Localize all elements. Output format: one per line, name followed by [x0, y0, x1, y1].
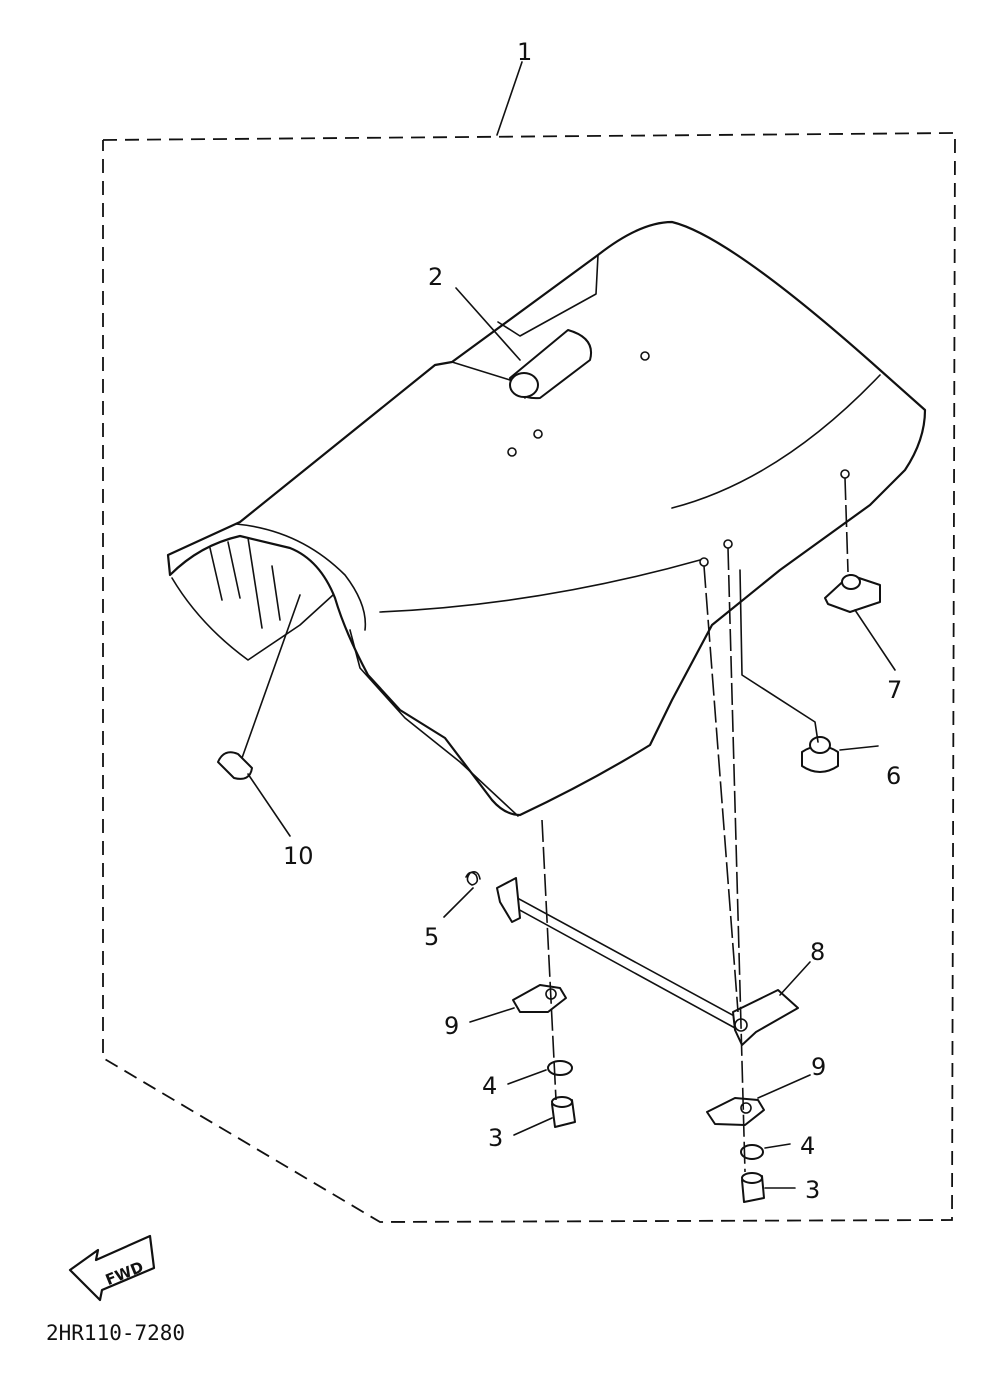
- callout-10: 10: [283, 842, 314, 870]
- callout-3-right: 3: [805, 1176, 820, 1204]
- callout-8: 8: [810, 938, 825, 966]
- leader-lines: [241, 61, 896, 1189]
- part-4-washer-right: [740, 1144, 764, 1160]
- fwd-arrow-icon: FWD: [68, 1234, 156, 1302]
- callout-2: 2: [428, 263, 443, 291]
- part-10-damper: [217, 751, 253, 780]
- seat-body: [166, 220, 927, 817]
- part-8-lock-rod: [496, 877, 799, 1046]
- part-9-bracket-right: [706, 1097, 765, 1126]
- part-3-bolt-left: [551, 1096, 576, 1128]
- callout-1: 1: [517, 38, 532, 66]
- callout-9-right: 9: [811, 1053, 826, 1081]
- assembly-boundary: [102, 132, 956, 1223]
- callout-4-left: 4: [482, 1072, 497, 1100]
- fwd-label: FWD: [103, 1258, 146, 1289]
- part-5-spring: [465, 871, 481, 886]
- part-7-damper: [824, 574, 881, 613]
- part-3-bolt-right: [741, 1172, 765, 1203]
- part-6-damper: [801, 736, 839, 773]
- part-2-pin: [509, 329, 592, 400]
- part-4-washer-left: [547, 1060, 573, 1076]
- callout-5: 5: [424, 923, 439, 951]
- callout-9-left: 9: [444, 1012, 459, 1040]
- callout-6: 6: [886, 762, 901, 790]
- assembly-lines: [541, 477, 849, 1173]
- callout-3-left: 3: [488, 1124, 503, 1152]
- callout-7: 7: [887, 676, 902, 704]
- drawing-code: 2HR110-7280: [46, 1321, 185, 1345]
- part-9-bracket-left: [512, 984, 567, 1013]
- callout-4-right: 4: [800, 1132, 815, 1160]
- callouts: 1 2 3 3 4 4 5 6 7 8 9 9 10: [283, 38, 902, 1204]
